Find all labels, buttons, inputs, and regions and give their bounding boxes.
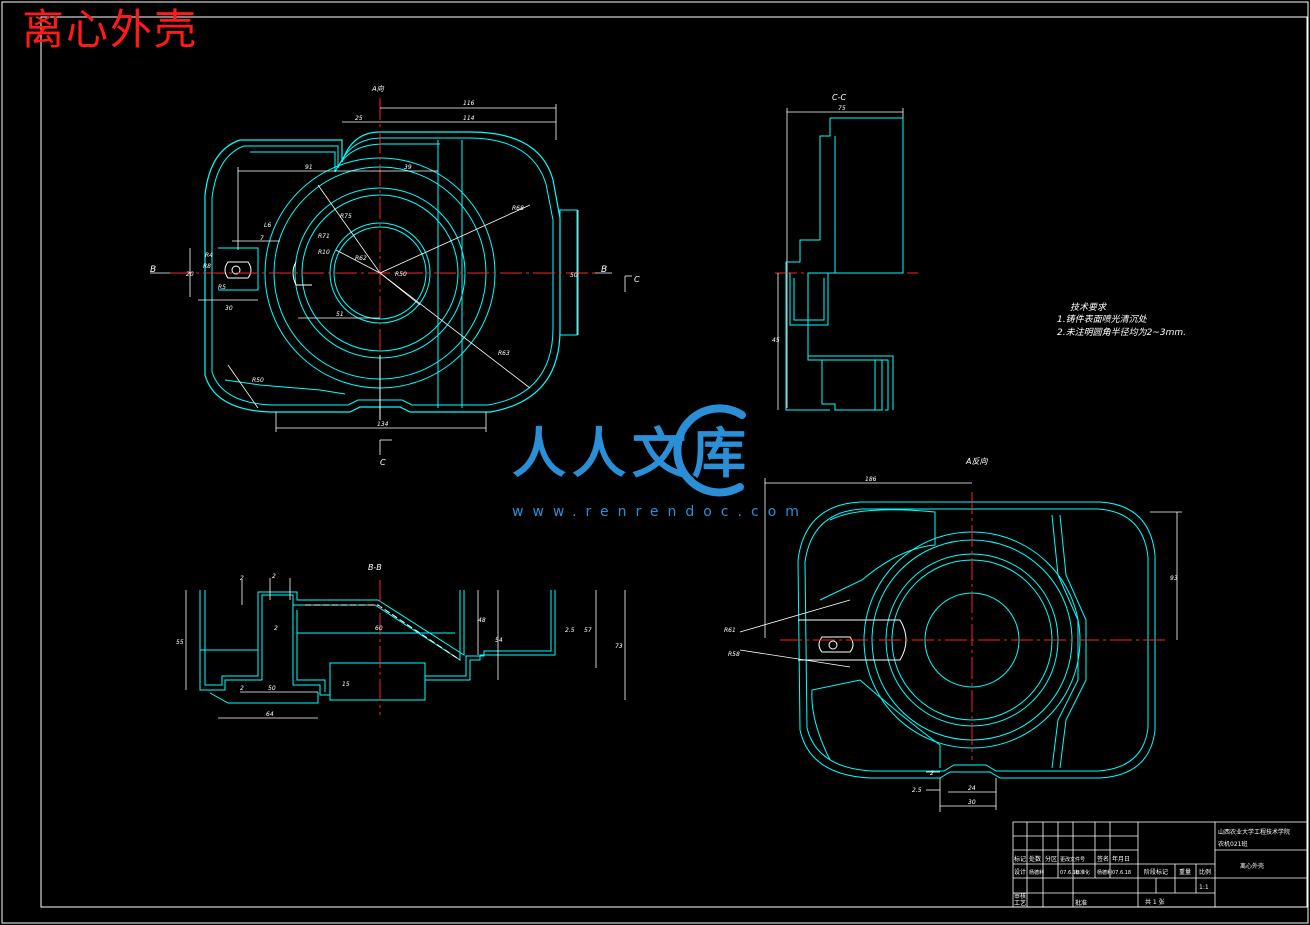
- dim-r-2: 2: [930, 770, 934, 777]
- dim-r71: R71: [318, 233, 330, 240]
- side-view-label: C-C: [832, 93, 846, 102]
- dim-r-30: 30: [968, 799, 976, 806]
- dim-b-2-5: 2.5: [565, 627, 575, 634]
- rear-view-label: A反向: [965, 457, 988, 466]
- tb-approve: 批准: [1075, 899, 1087, 907]
- tb-craft: 工艺: [1014, 899, 1026, 907]
- dim-b-2d: 2: [240, 685, 244, 692]
- dim-r-r58: R58: [728, 651, 740, 658]
- dim-r-2-5: 2.5: [912, 787, 922, 794]
- bottom-view-label: B-B: [368, 563, 382, 572]
- tb-class: 农机021班: [1218, 840, 1247, 848]
- tb-header-mark: 标记: [1014, 855, 1026, 863]
- dim-25: 25: [355, 115, 363, 122]
- tech-note-1: 1.铸件表面喷光清沉处: [1057, 315, 1147, 325]
- dim-r-186: 186: [865, 476, 877, 483]
- dim-b-64: 64: [266, 711, 274, 718]
- front-view: [150, 98, 632, 455]
- dim-50: 50: [570, 272, 578, 279]
- dim-134: 134: [377, 421, 389, 428]
- side-view: [775, 108, 918, 411]
- dim-r4: R4: [205, 252, 213, 259]
- tb-stage-mark: 阶段标记: [1144, 868, 1168, 876]
- dim-r8: R8: [203, 263, 211, 270]
- dim-116: 116: [463, 100, 475, 107]
- tech-notes-heading: 技术要求: [1070, 303, 1107, 313]
- tb-header-doc: 更改文件号: [1060, 856, 1085, 863]
- tb-date2: 07.6.18: [1112, 870, 1131, 876]
- dim-b-57: 57: [584, 627, 592, 634]
- dim-114: 114: [463, 115, 475, 122]
- dim-20: 20: [186, 271, 194, 278]
- rear-view: [739, 478, 1182, 812]
- dim-r-93: 93: [1170, 575, 1178, 582]
- watermark-url: www.renrendoc.com: [512, 504, 808, 520]
- tb-scale: 1:1: [1199, 884, 1209, 891]
- dim-r62: R62: [355, 255, 367, 262]
- tb-school: 山西农业大学工程技术学院: [1218, 828, 1290, 836]
- dim-r5: R5: [218, 284, 226, 291]
- dim-r63: R63: [498, 350, 510, 357]
- dim-b-2a: 2: [240, 575, 244, 582]
- dim-91: 91: [305, 164, 313, 171]
- tb-check: 审核: [1014, 892, 1026, 900]
- tb-reviewer: 杨德利: [1097, 869, 1112, 876]
- dim-r10: R10: [318, 249, 330, 256]
- dim-b-2b: 2: [272, 573, 276, 580]
- section-mark-b-right: B: [601, 265, 607, 275]
- drawing-title: 离心外壳: [22, 5, 199, 54]
- tb-header-date: 年月日: [1112, 855, 1130, 863]
- tb-sheets: 共 1 张: [1145, 898, 1165, 906]
- dim-r-24: 24: [968, 785, 976, 792]
- tb-header-zone: 分区: [1045, 855, 1057, 863]
- dim-b-50: 50: [268, 685, 276, 692]
- tb-header-sign: 签名: [1097, 855, 1109, 863]
- tb-header-count: 处数: [1029, 855, 1041, 863]
- tb-designer: 杨德利: [1029, 869, 1044, 876]
- tb-date: 07.6.18: [1060, 870, 1079, 876]
- dim-b-55: 55: [176, 639, 184, 646]
- tb-design: 设计: [1014, 868, 1026, 876]
- dim-30: 30: [225, 305, 233, 312]
- dim-45: 45: [772, 337, 780, 344]
- dim-39: 39: [404, 164, 412, 171]
- dim-r68: R68: [512, 205, 524, 212]
- dim-b-48: 48: [478, 617, 486, 624]
- dim-r75: R75: [340, 213, 352, 220]
- dim-l6: L6: [264, 222, 271, 229]
- dim-r50: R50: [395, 271, 407, 278]
- dim-b-54: 54: [495, 637, 503, 644]
- dim-51: 51: [336, 311, 344, 318]
- dim-7: 7: [260, 235, 264, 242]
- dim-b-60: 60: [375, 625, 383, 632]
- tb-weight: 重量: [1179, 868, 1191, 876]
- title-block-grid: [1012, 821, 1308, 908]
- section-mark-c-right: C: [634, 275, 640, 284]
- tb-scale-label: 比例: [1199, 868, 1211, 876]
- dim-b-73: 73: [615, 643, 623, 650]
- bottom-section-view: [185, 578, 626, 719]
- watermark-brand: 人人文库: [512, 422, 752, 485]
- dim-75: 75: [838, 105, 846, 112]
- tb-part-name: 离心外壳: [1240, 862, 1264, 870]
- tech-note-2: 2.未注明圆角半径均为2~3mm.: [1057, 328, 1186, 338]
- tb-standard: 标准化: [1075, 869, 1090, 876]
- dim-r50-lower: R50: [252, 377, 264, 384]
- section-mark-c-bottom: C: [380, 458, 386, 467]
- section-mark-b-left: B: [150, 265, 156, 275]
- front-view-label: A向: [371, 85, 385, 93]
- sheet-frame: [40, 16, 1308, 908]
- dim-b-2c: 2: [274, 625, 278, 632]
- dim-r-r61: R61: [724, 627, 736, 634]
- dim-b-15: 15: [342, 681, 350, 688]
- watermark-logo-icon: [673, 404, 746, 497]
